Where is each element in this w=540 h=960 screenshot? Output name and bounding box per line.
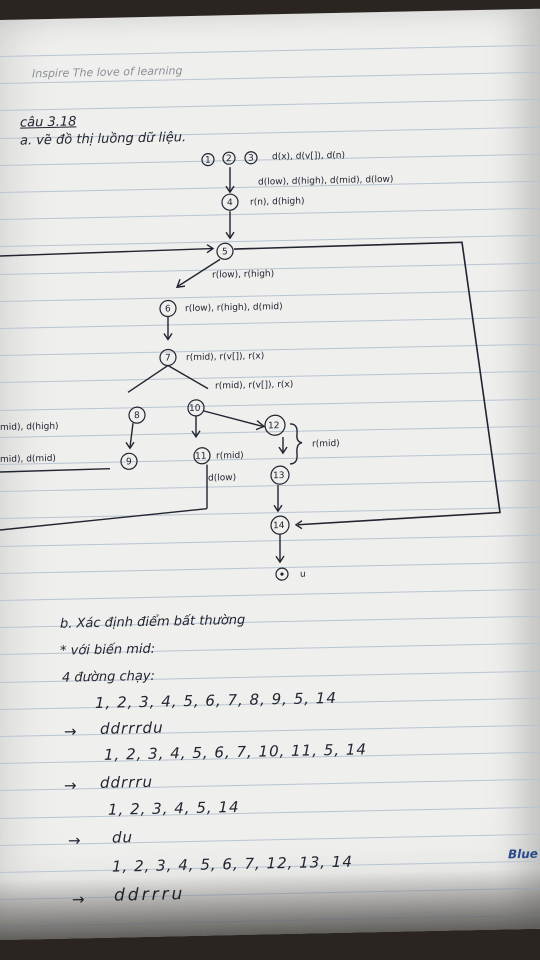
node-5: [216, 242, 234, 260]
svg-text:10: 10: [189, 404, 201, 414]
ruled-line: [0, 806, 540, 819]
svg-text:14: 14: [273, 521, 285, 531]
node-6-defs: r(low), r(high), d(mid): [185, 302, 283, 314]
svg-text:9: 9: [126, 457, 132, 467]
edge-left-defs-2: mid), d(mid): [0, 454, 56, 465]
ruled-line: [0, 779, 540, 792]
path-1-pattern: ddrrrdu: [100, 718, 164, 738]
svg-text:13: 13: [273, 471, 284, 481]
exit-node: [275, 567, 289, 581]
path-3-pattern: du: [112, 828, 134, 847]
node-4: [221, 193, 239, 211]
path-1-sequence: 1, 2, 3, 4, 5, 6, 7, 8, 9, 5, 14: [95, 688, 337, 713]
node-8: [128, 406, 146, 424]
svg-text:6: 6: [165, 304, 171, 314]
notebook-page: Inspire The love of learning câu 3.18 a.…: [0, 8, 540, 941]
node-1-2-3: 1 2 3: [201, 151, 258, 167]
path-3-sequence: 1, 2, 3, 4, 5, 14: [108, 797, 240, 819]
brand-watermark: Blue: [508, 846, 538, 862]
node-11-uses: r(mid): [216, 451, 244, 462]
node-123-defs: d(x), d(v[]), d(n): [272, 151, 345, 163]
path-2-sequence: 1, 2, 3, 4, 5, 6, 7, 10, 11, 5, 14: [104, 740, 367, 764]
node-13: [270, 465, 290, 485]
node-4-defs: r(n), d(high): [250, 197, 305, 208]
node-9: [120, 452, 138, 470]
part-b-title: b. Xác định điểm bất thường: [60, 612, 246, 632]
svg-text:8: 8: [134, 411, 140, 421]
node-11-defs: d(low): [208, 473, 236, 484]
svg-text:4: 4: [227, 198, 233, 208]
svg-text:12: 12: [268, 421, 279, 431]
node-7-uses: r(mid), r(v[]), r(x): [186, 351, 264, 363]
node-11: [193, 447, 211, 465]
path-1-arrow: →: [64, 722, 78, 741]
path-3-arrow: →: [68, 831, 82, 850]
edge-5-6-uses: r(low), r(high): [212, 269, 274, 280]
path-4-sequence: 1, 2, 3, 4, 5, 6, 7, 12, 13, 14: [112, 852, 353, 876]
edge-left-defs-1: mid), d(high): [0, 422, 59, 433]
svg-text:3: 3: [248, 154, 254, 164]
ruled-line: [0, 724, 540, 737]
svg-text:1: 1: [205, 156, 211, 166]
node-123-defs-2: d(low), d(high), d(mid), d(low): [258, 175, 393, 188]
edge-7-uses: r(mid), r(v[]), r(x): [215, 380, 293, 392]
svg-text:2: 2: [226, 154, 232, 164]
svg-text:5: 5: [222, 247, 228, 257]
paths-title: 4 đường chạy:: [62, 668, 155, 686]
node-12: [264, 414, 286, 436]
exit-label: u: [300, 570, 306, 580]
page-shadow: [0, 868, 540, 940]
path-2-pattern: ddrrru: [100, 772, 154, 792]
variable-label: * với biến mid:: [60, 641, 156, 659]
path-2-arrow: →: [64, 776, 78, 795]
node-12-13-uses: r(mid): [312, 439, 340, 450]
svg-text:11: 11: [195, 452, 206, 462]
svg-text:7: 7: [165, 353, 171, 363]
